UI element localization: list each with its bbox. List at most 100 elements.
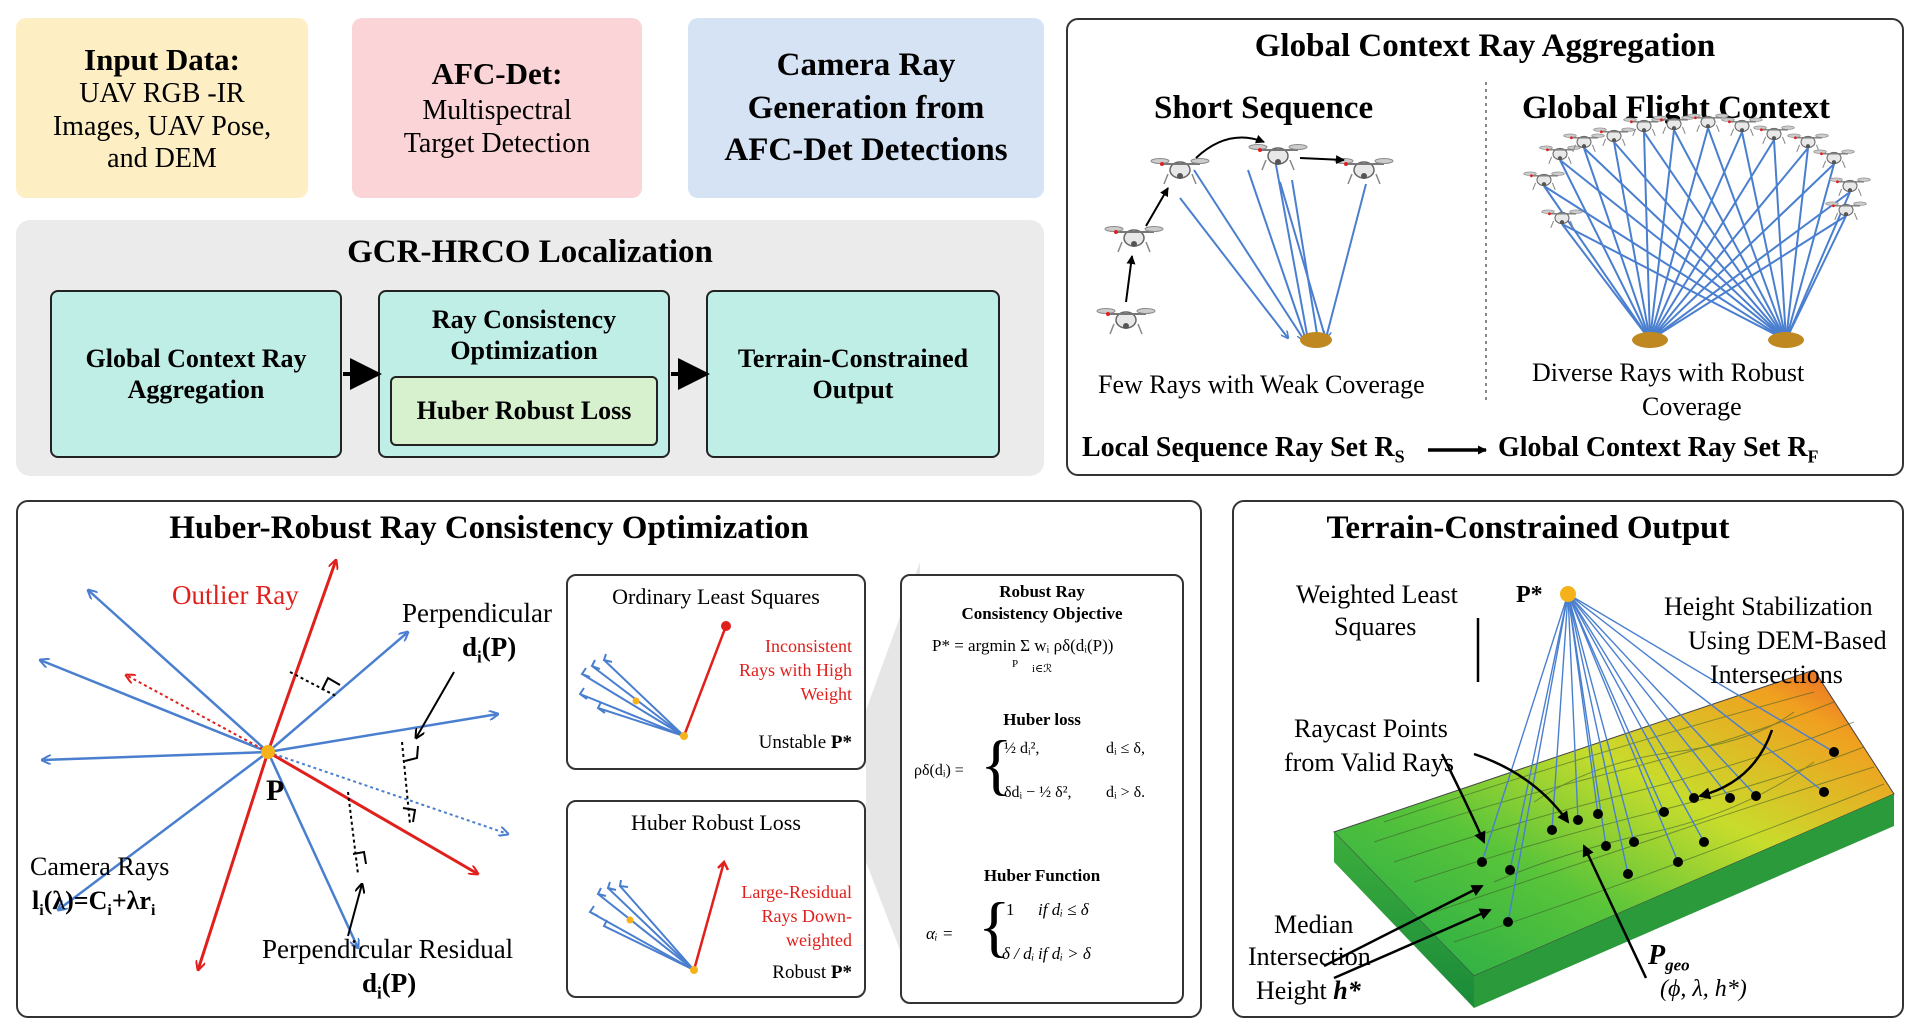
median-label-3: Height h*: [1256, 976, 1361, 1006]
local-ray-set-label: Local Sequence Ray Set RS: [1082, 432, 1405, 468]
terrain-ray: [1567, 593, 1835, 753]
huber-function-cond-2: if dᵢ > δ: [1038, 944, 1091, 963]
wls-label-2: Squares: [1334, 612, 1417, 641]
camera-ray-box: Camera Ray Generation from AFC-Det Detec…: [688, 18, 1044, 198]
fan-ray: [1649, 131, 1743, 341]
huber-panel: Huber-Robust Ray Consistency Optimizatio…: [16, 500, 1202, 1018]
short-sequence-rays: [1179, 153, 1367, 340]
point-p-marker: [261, 745, 275, 759]
terrain-ray: [1567, 593, 1665, 813]
raycast-points: [1477, 747, 1839, 927]
terrain-ray: [1509, 593, 1569, 871]
raycast-point: [1601, 841, 1611, 851]
raycast-point: [1829, 747, 1839, 757]
perpendicular-label: Perpendicular: [402, 598, 552, 628]
huber-loss-lhs: ρδ(dᵢ) =: [914, 762, 964, 779]
afc-det-title: AFC-Det:: [431, 56, 563, 92]
ray-equation: li(λ)=Ci+λri: [32, 886, 155, 920]
camera-rays: [40, 590, 498, 948]
flight-path-arrows: [1125, 134, 1345, 303]
hrl-red-2: Rays Down-: [761, 906, 853, 926]
flow-step-consistency-label: Ray Consistency Optimization: [431, 305, 617, 366]
fan-ray: [1785, 215, 1847, 341]
distance-d: d: [462, 632, 478, 662]
short-sequence-drones: [1096, 143, 1394, 335]
terrain-ray: [1567, 593, 1731, 799]
fan-ray: [1785, 163, 1835, 341]
short-sequence-caption: Few Rays with Weak Coverage: [1098, 370, 1425, 399]
aggregation-panel: Global Context Ray Aggregation Short Seq…: [1066, 18, 1904, 476]
terrain-ray: [1567, 593, 1629, 875]
global-ray-set-sub: F: [1807, 446, 1819, 467]
gcr-hrco-title: GCR-HRCO Localization: [347, 234, 713, 270]
fan-ray: [1649, 127, 1709, 341]
perp-residual-d: d: [362, 968, 378, 998]
objective-under-sum: i∈ℛ: [1032, 663, 1052, 675]
input-data-box: Input Data: UAV RGB -IR Images, UAV Pose…: [16, 18, 308, 198]
huber-loss-case-1: ½ dᵢ²,: [1004, 740, 1040, 757]
terrain-ray: [1481, 593, 1569, 863]
ols-result-p: P*: [830, 732, 852, 753]
ray-eq-l: l: [32, 886, 40, 915]
median-label-h: h*: [1333, 976, 1361, 1005]
input-data-line-1: UAV RGB -IR: [79, 78, 245, 110]
fan-ray: [1613, 141, 1787, 341]
perp-residual-di: di(P): [362, 968, 416, 1003]
huber-title: Huber-Robust Ray Consistency Optimizatio…: [169, 510, 809, 546]
terrain-rays: [1481, 593, 1835, 923]
fan-ray: [1649, 147, 1809, 341]
objective-title-1: Robust Ray: [999, 582, 1085, 601]
short-sequence-target: [1300, 332, 1332, 348]
pgeo-label: Pgeo: [1648, 940, 1690, 976]
terrain-ray: [1567, 593, 1679, 863]
huber-loss-case-2: δdᵢ − ½ δ²,: [1004, 784, 1072, 801]
fan-ray: [1583, 147, 1787, 341]
hrl-red-3: weighted: [786, 930, 852, 950]
huber-loss-brace: {: [980, 726, 1013, 802]
terrain-ray: [1567, 593, 1757, 797]
fan-ray: [1649, 163, 1835, 341]
terrain-ray: [1507, 593, 1569, 923]
ray-geometry-diagram: [18, 502, 578, 1020]
huber-loss-cond-2: dᵢ > δ.: [1106, 784, 1146, 801]
terrain-ray: [1567, 593, 1695, 799]
median-label-2: Intersection: [1248, 942, 1371, 971]
fan-ray: [1543, 185, 1787, 341]
global-flight-caption-2: Coverage: [1642, 392, 1742, 421]
global-ray-set-label: Global Context Ray Set RF: [1498, 432, 1819, 468]
raycast-label-1: Raycast Points: [1294, 714, 1448, 743]
hrl-result-p: P*: [830, 962, 852, 983]
pgeo-p: P: [1648, 940, 1666, 971]
ray-eq-sub-2: i: [107, 902, 112, 920]
camera-ray-line-3: AFC-Det Detections: [724, 132, 1008, 169]
flow-step-consistency: Ray Consistency Optimization Huber Robus…: [378, 290, 670, 458]
terrain-contours: [1373, 691, 1885, 943]
outlier-rays: [198, 560, 478, 970]
aggregation-title: Global Context Ray Aggregation: [1254, 28, 1716, 64]
fan-ray: [1707, 127, 1787, 341]
perp-residual-sub: i: [377, 983, 382, 1003]
fan-ray: [1741, 131, 1787, 341]
raycast-point: [1819, 787, 1829, 797]
p-star-marker: [1560, 586, 1576, 602]
fan-ray: [1649, 215, 1847, 341]
fan-ray: [1773, 139, 1787, 341]
raycast-point: [1593, 809, 1603, 819]
raycast-point: [1547, 825, 1557, 835]
terrain-side-front: [1334, 832, 1474, 1008]
raycast-point: [1673, 857, 1683, 867]
terrain-pointer-arrows: [1323, 618, 1774, 980]
fan-ray: [1649, 191, 1851, 341]
raycast-label-2: from Valid Rays: [1284, 748, 1454, 777]
global-target-right: [1768, 332, 1804, 348]
huber-function-case-1: 1: [1006, 900, 1015, 919]
height-stab-3: Intersections: [1710, 660, 1843, 689]
fan-ray: [1649, 139, 1775, 341]
fan-ray: [1613, 141, 1651, 341]
pgeo-sub: geo: [1665, 955, 1690, 975]
median-label-1: Median: [1274, 910, 1354, 939]
raycast-point: [1623, 869, 1633, 879]
median-label-height: Height: [1256, 976, 1334, 1005]
fan-ray: [1649, 129, 1675, 341]
ols-diagram: [578, 621, 731, 740]
